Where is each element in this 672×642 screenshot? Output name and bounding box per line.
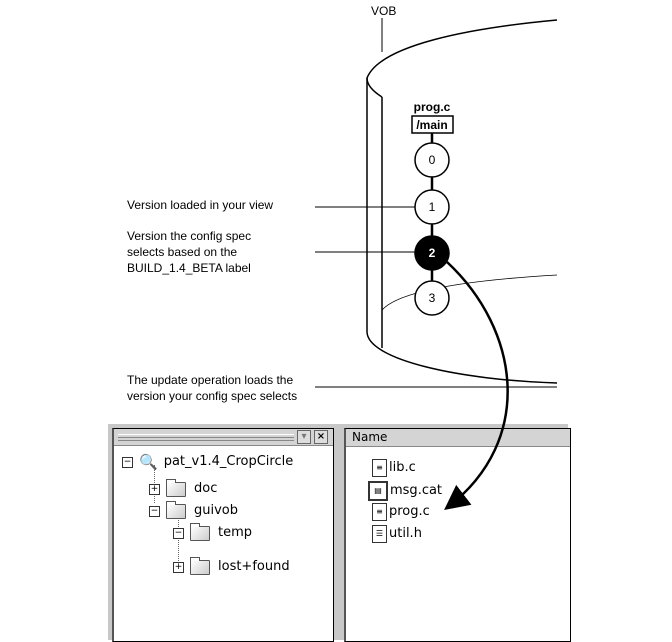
file-item[interactable]: ☰ util.h: [372, 525, 422, 543]
callout-config-2: selects based on the: [127, 245, 238, 259]
header-file-icon: ☰: [372, 525, 387, 543]
version-1: 1: [414, 189, 450, 225]
folder-icon: [190, 522, 210, 541]
expand-icon[interactable]: +: [173, 561, 184, 573]
file-name: msg.cat: [390, 483, 443, 498]
pane-dropdown-button[interactable]: ▾: [297, 430, 311, 444]
folder-icon: [166, 500, 186, 519]
file-item[interactable]: ≡ prog.c: [372, 503, 430, 521]
file-name: util.h: [389, 526, 422, 541]
callout-config-3: BUILD_1.4_BETA label: [127, 261, 251, 275]
view-magnifier-icon: 🔍: [139, 453, 158, 471]
file-list-pane: Name ≡ lib.c ▤ msg.cat ≡ prog.c ☰ util.h: [344, 428, 571, 642]
callout-update-1: The update operation loads the: [127, 373, 294, 387]
version-3: 3: [414, 280, 450, 316]
callout-update-2: version your config spec selects: [127, 389, 298, 403]
file-item[interactable]: ≡ lib.c: [372, 459, 416, 477]
tree-item-temp[interactable]: − temp: [173, 522, 253, 542]
collapse-icon[interactable]: −: [122, 456, 133, 468]
tree-item-label: temp: [218, 525, 253, 540]
tree-item-guivob[interactable]: − guivob: [149, 500, 239, 520]
column-header-name[interactable]: Name: [346, 429, 570, 447]
source-file-icon: ≡: [372, 503, 387, 521]
vob-inner-ellipse: [381, 274, 558, 311]
vob-cylinder-top: [366, 19, 558, 98]
expand-icon[interactable]: +: [149, 483, 160, 495]
version-2-label: 2: [429, 246, 436, 260]
file-name: lib.c: [389, 460, 416, 475]
tree-root[interactable]: − 🔍 pat_v1.4_CropCircle: [122, 453, 293, 471]
callout-config-1: Version the config spec: [127, 229, 252, 243]
version-0: 0: [414, 142, 450, 178]
tree-item-label: lost+found: [218, 559, 290, 574]
element-name: prog.c: [414, 100, 451, 114]
file-name: prog.c: [389, 504, 430, 519]
catalog-file-icon: ▤: [368, 481, 388, 501]
tree-item-doc[interactable]: + doc: [149, 478, 218, 498]
version-2-selected: 2: [414, 235, 450, 271]
pane-grip[interactable]: [118, 434, 294, 441]
collapse-icon[interactable]: −: [149, 505, 160, 517]
version-3-label: 3: [429, 291, 436, 305]
callout-loaded: Version loaded in your view: [127, 198, 274, 212]
tree-pane-titlebar: ▾ ×: [114, 429, 333, 446]
collapse-icon[interactable]: −: [173, 527, 184, 539]
source-file-icon: ≡: [372, 459, 387, 477]
version-1-label: 1: [429, 200, 436, 214]
folder-icon: [166, 478, 186, 497]
explorer-window: ▾ × − 🔍 pat_v1.4_CropCircle + doc − guiv…: [108, 424, 571, 642]
file-item[interactable]: ▤ msg.cat: [368, 481, 442, 501]
vob-label: VOB: [371, 4, 396, 18]
branch-label: /main: [416, 118, 447, 132]
pane-close-button[interactable]: ×: [314, 430, 328, 444]
vob-cylinder-bottom: [366, 331, 558, 384]
tree-item-label: guivob: [194, 503, 239, 518]
tree-item-lost-found[interactable]: + lost+found: [173, 556, 290, 576]
tree-item-label: doc: [194, 481, 218, 496]
folder-tree-pane: ▾ × − 🔍 pat_v1.4_CropCircle + doc − guiv…: [112, 428, 334, 642]
folder-icon: [190, 556, 210, 575]
version-0-label: 0: [429, 153, 436, 167]
tree-root-label: pat_v1.4_CropCircle: [163, 454, 294, 469]
